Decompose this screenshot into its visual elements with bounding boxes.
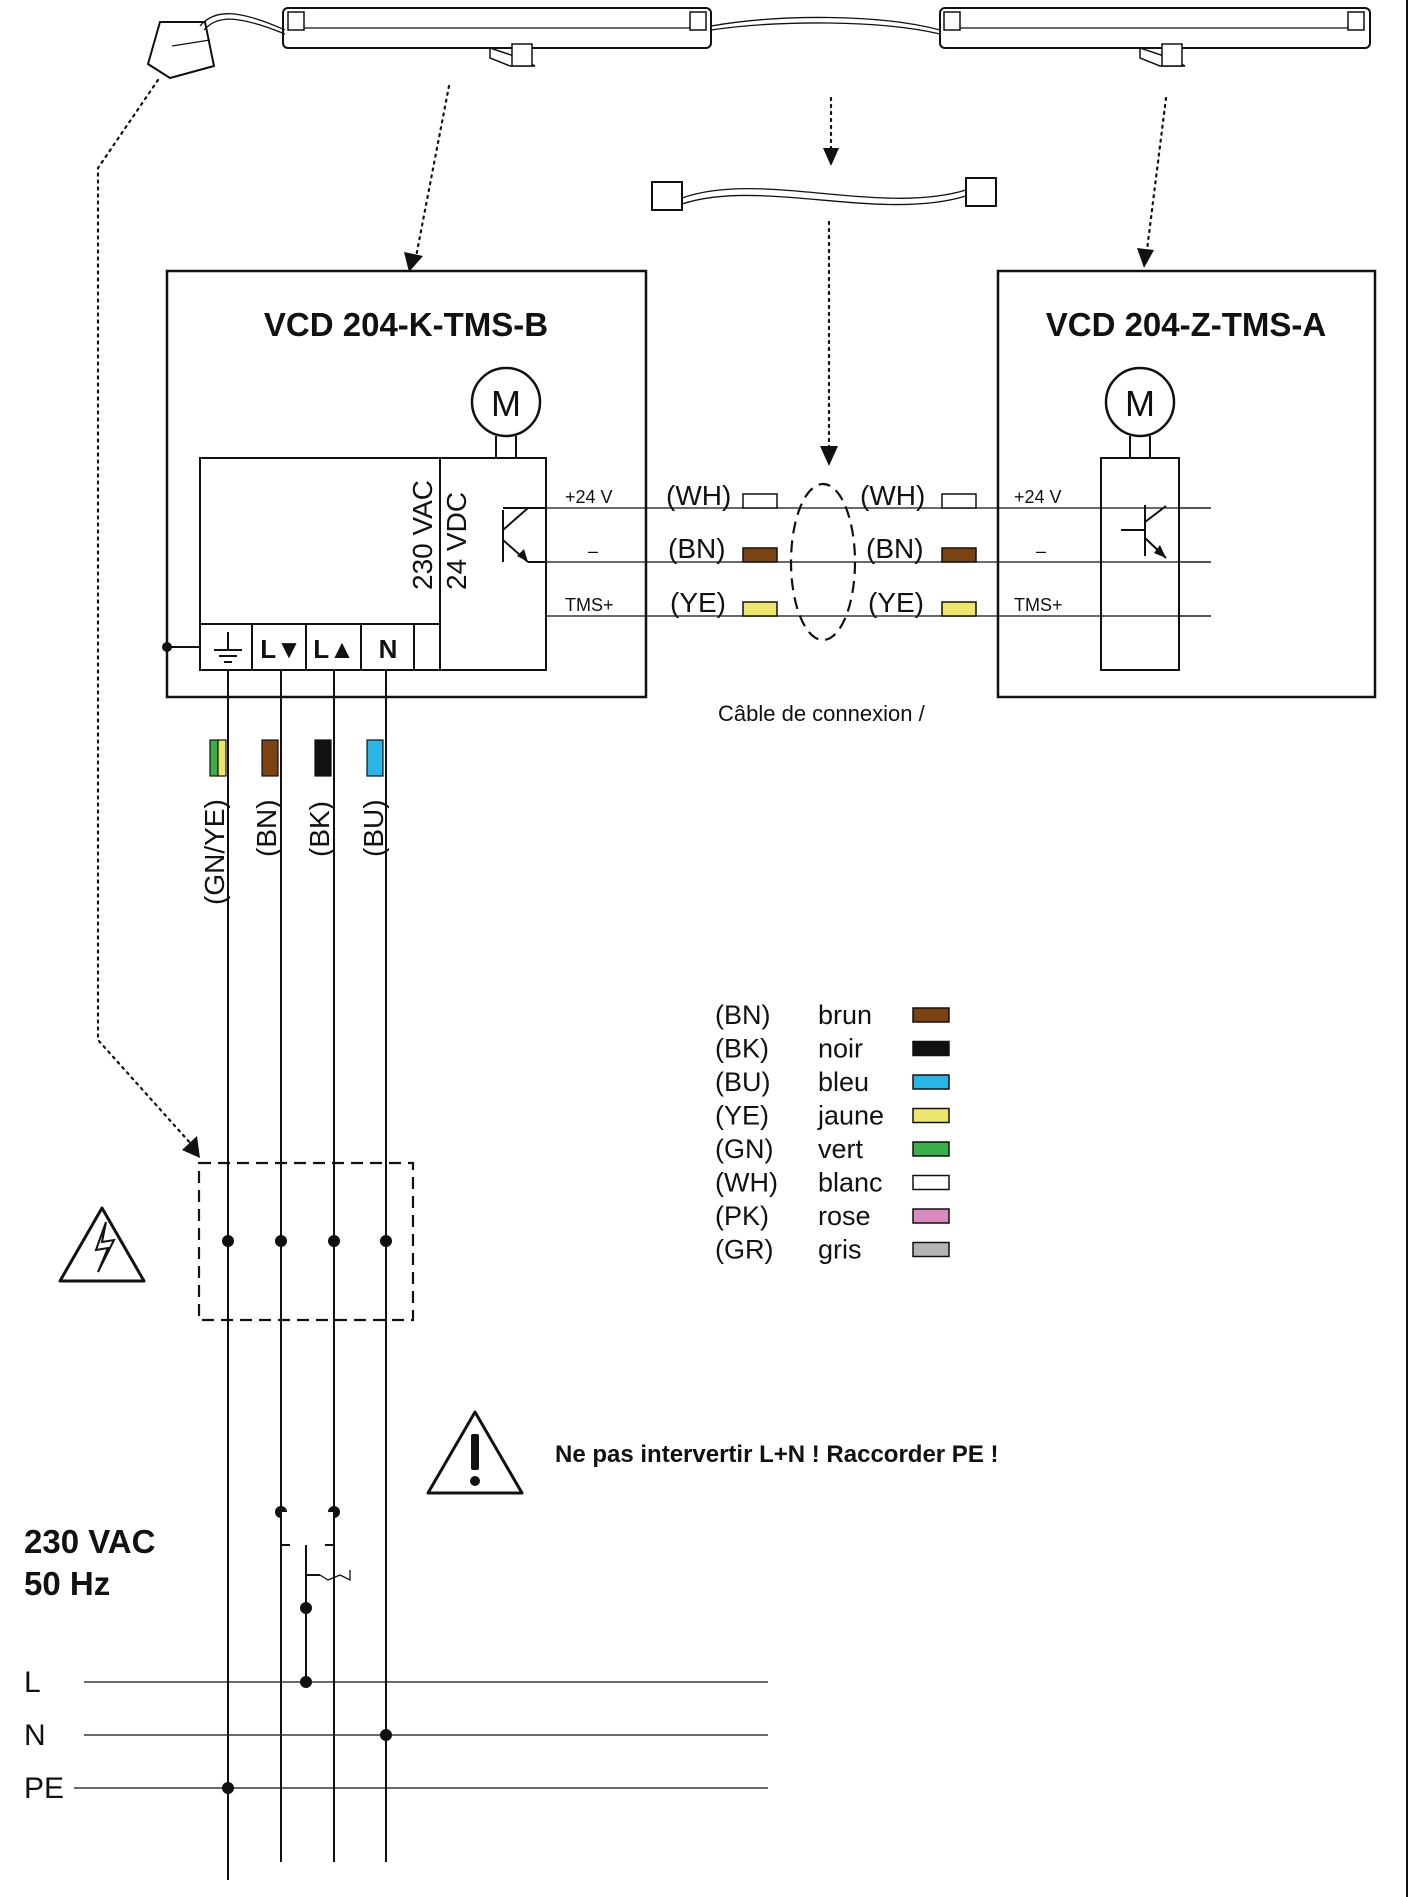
supply-wire-codes: (GN/YE) (BN) (BK) (BU) [199, 799, 389, 905]
legend-name: bleu [818, 1067, 869, 1097]
device-right-title: VCD 204-Z-TMS-A [1046, 306, 1327, 343]
legend-name: rose [818, 1201, 871, 1231]
bus-label-tms: TMS+ [565, 595, 614, 615]
motor-icon: M [1104, 366, 1176, 458]
mains-lines [74, 1676, 768, 1794]
cable-caption: Câble de connexion / [718, 701, 926, 726]
bus-codes-right: (WH) (BN) (YE) [860, 480, 925, 618]
connection-cable-illustration [651, 177, 997, 211]
switch-icon [275, 1506, 351, 1682]
legend-swatch [912, 1174, 950, 1191]
svg-text:(WH): (WH) [860, 480, 925, 511]
ground-icon [214, 632, 242, 663]
bus-color-swatches [742, 493, 977, 617]
bus-swatch-right-1 [941, 547, 977, 563]
legend-code: (WH) [715, 1168, 778, 1198]
bus-label-minus: – [1036, 541, 1046, 561]
bus-label-24v: +24 V [565, 487, 613, 507]
actuator-illustration-right [939, 7, 1371, 67]
bus-swatch-right-0 [941, 493, 977, 509]
transistor-icon [1121, 505, 1167, 559]
wire-swatch-2 [314, 739, 332, 777]
mains-frequency-label: 50 Hz [24, 1565, 110, 1602]
bus-swatch-right-2 [941, 601, 977, 617]
bus-labels: +24 V – TMS+ +24 V – TMS+ [565, 487, 1063, 615]
legend-code: (YE) [715, 1101, 769, 1131]
svg-text:(BN): (BN) [866, 533, 924, 564]
device-box-right: VCD 204-Z-TMS-A M [996, 269, 1377, 699]
device-left-title: VCD 204-K-TMS-B [264, 306, 548, 343]
svg-text:(BN): (BN) [251, 799, 282, 857]
device-box-left: VCD 204-K-TMS-B M 230 VAC 24 VDC [165, 269, 648, 699]
legend-name: blanc [818, 1168, 883, 1198]
legend-code: (BK) [715, 1034, 769, 1064]
svg-text:(BK): (BK) [304, 801, 335, 857]
bus-swatch-left-2 [742, 601, 778, 617]
actuator-link-cable [710, 16, 941, 31]
mains-line-n: N [24, 1719, 46, 1752]
terminal-l-up: L▲ [313, 634, 355, 664]
bus-wires [546, 507, 1211, 617]
legend-swatch [912, 1141, 950, 1157]
warning-message: Ne pas intervertir L+N ! Raccorder PE ! [555, 1441, 998, 1468]
legend-swatch [912, 1107, 950, 1124]
svg-text:(BU): (BU) [358, 799, 389, 857]
electrical-hazard-icon [58, 1206, 146, 1283]
legend-swatch [912, 1007, 950, 1023]
svg-text:(WH): (WH) [666, 480, 731, 511]
junction-box [197, 1161, 415, 1322]
wire-swatch-3 [366, 739, 384, 777]
junction-dots [222, 1235, 392, 1247]
supply-dc-label: 24 VDC [441, 492, 472, 590]
legend-name: brun [818, 1000, 872, 1030]
wire-swatch-1 [261, 739, 279, 777]
transistor-icon [502, 507, 546, 563]
svg-text:(YE): (YE) [670, 587, 726, 618]
bus-swatch-left-1 [742, 547, 778, 563]
legend-swatch [912, 1074, 950, 1090]
svg-text:M: M [491, 383, 521, 424]
legend-name: gris [818, 1235, 862, 1265]
bus-codes-left: (WH) (BN) (YE) [666, 480, 731, 618]
terminal-n: N [379, 634, 398, 664]
legend-code: (BN) [715, 1000, 771, 1030]
supply-ac-label: 230 VAC [407, 480, 438, 590]
connection-cable-outline [789, 482, 857, 642]
legend-name: jaune [817, 1101, 884, 1131]
legend-swatch [912, 1208, 950, 1224]
svg-text:M: M [1125, 383, 1155, 424]
bus-label-minus: – [588, 541, 598, 561]
legend-swatch [912, 1241, 950, 1258]
legend-code: (GR) [715, 1235, 773, 1265]
bus-swatch-left-0 [742, 493, 778, 509]
svg-text:(BN): (BN) [668, 533, 726, 564]
mains-voltage-label: 230 VAC [24, 1523, 155, 1560]
bus-label-24v: +24 V [1014, 487, 1062, 507]
terminal-l-down: L▼ [260, 634, 302, 664]
bus-label-tms: TMS+ [1014, 595, 1063, 615]
supply-plug-illustration [146, 13, 286, 80]
svg-text:(GN/YE): (GN/YE) [199, 799, 230, 905]
legend-code: (GN) [715, 1134, 773, 1164]
wire-swatch-0-1 [217, 739, 227, 777]
supply-wire-swatches [209, 739, 384, 777]
legend-name: noir [818, 1034, 863, 1064]
legend-code: (PK) [715, 1201, 769, 1231]
motor-icon: M [470, 366, 542, 458]
wire-swatch-0-0 [209, 739, 219, 777]
legend-name: vert [818, 1134, 864, 1164]
supply-wires [227, 670, 387, 1880]
legend-code: (BU) [715, 1067, 771, 1097]
actuator-illustration-left [282, 7, 712, 67]
legend-swatch [912, 1040, 950, 1057]
svg-text:(YE): (YE) [868, 587, 924, 618]
mains-line-pe: PE [24, 1772, 64, 1805]
warning-icon [426, 1410, 524, 1495]
mains-line-l: L [24, 1666, 41, 1699]
color-legend: (BN) brun (BK) noir (BU) bleu (YE) jaune (GN) ver… [715, 1000, 950, 1265]
